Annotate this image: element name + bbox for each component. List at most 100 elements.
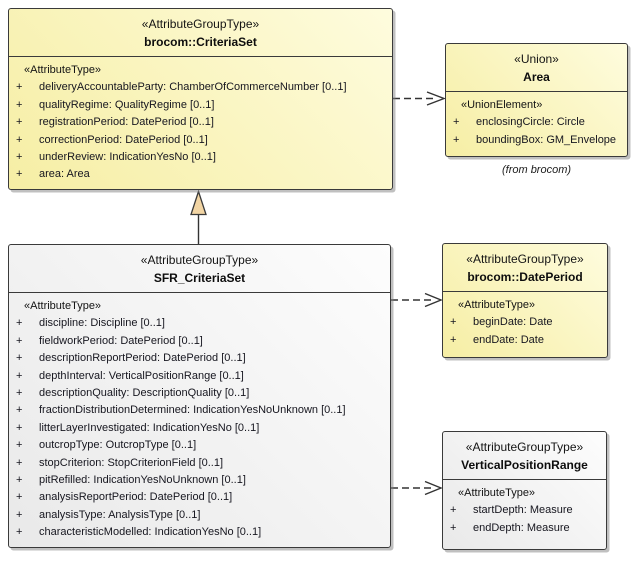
visibility-plus: + [16, 456, 23, 469]
class-header: «AttributeGroupType» SFR_CriteriaSet [9, 245, 390, 293]
attribute-compartment: «AttributeType» + deliveryAccountablePart… [9, 57, 392, 184]
attribute-text: outcropType: OutcropType [0..1] [39, 439, 197, 452]
attribute-text: stopCriterion: StopCriterionField [0..1] [39, 456, 224, 469]
attribute-text: fieldworkPeriod: DatePeriod [0..1] [39, 334, 203, 347]
attribute-text: descriptionQuality: DescriptionQuality [… [39, 387, 250, 400]
attribute-row: + analysisReportPeriod: DatePeriod [0..1] [9, 489, 390, 506]
attribute-row: + outcropType: OutcropType [0..1] [9, 437, 390, 454]
visibility-plus: + [16, 404, 23, 417]
visibility-plus: + [16, 151, 23, 164]
attribute-text: underReview: IndicationYesNo [0..1] [39, 151, 216, 164]
visibility-plus: + [450, 504, 457, 517]
class-box-verticalpositionrange[interactable]: «AttributeGroupType» VerticalPositionRan… [442, 431, 607, 550]
attribute-text: deliveryAccountableParty: ChamberOfComme… [39, 81, 347, 94]
from-package-note: (from brocom) [501, 164, 572, 176]
class-box-sfr-criteriaset[interactable]: «AttributeGroupType» SFR_CriteriaSet «At… [8, 244, 391, 548]
visibility-plus: + [450, 316, 457, 329]
visibility-plus: + [16, 352, 23, 365]
attribute-compartment: «AttributeType» + beginDate: Date + endDat… [443, 292, 607, 349]
visibility-plus: + [450, 333, 457, 346]
attribute-row: + registrationPeriod: DatePeriod [0..1] [9, 114, 392, 131]
attribute-row: +boundingBox: GM_Envelope [446, 132, 627, 149]
attribute-row: + descriptionQuality: DescriptionQuality … [9, 385, 390, 402]
attribute-text: depthInterval: VerticalPositionRange [0.… [39, 369, 244, 382]
attribute-text: boundingBox: GM_Envelope [476, 133, 617, 146]
visibility-plus: + [16, 334, 23, 347]
visibility-plus: + [16, 508, 23, 521]
class-name: VerticalPositionRange [461, 458, 588, 472]
attribute-text: analysisType: AnalysisType [0..1] [39, 508, 201, 521]
dependency-arrow-dateperiod[interactable] [391, 292, 443, 308]
class-box-area[interactable]: «Union» Area «UnionElement» +enclosingCi… [445, 43, 628, 157]
attribute-row: + discipline: Discipline [0..1] [9, 315, 390, 332]
attribute-row: + endDate: Date [443, 332, 607, 349]
attribute-row: + fieldworkPeriod: DatePeriod [0..1] [9, 333, 390, 350]
attribute-compartment: «AttributeType» + startDepth: Measure + en… [443, 480, 606, 537]
attribute-text: analysisReportPeriod: DatePeriod [0..1] [39, 491, 233, 504]
visibility-plus: + [450, 521, 457, 534]
attribute-row: + startDepth: Measure [443, 502, 606, 519]
attribute-compartment: «UnionElement» +enclosingCircle: Circle … [446, 92, 627, 149]
attribute-row: + correctionPeriod: DatePeriod [0..1] [9, 132, 392, 149]
section-stereotype: «AttributeType» [24, 300, 102, 312]
attribute-text: enclosingCircle: Circle [476, 116, 585, 129]
attribute-row: + pitRefilled: IndicationYesNoUnknown [0.… [9, 472, 390, 489]
visibility-plus: + [16, 526, 23, 539]
attribute-row: + characteristicModelled: IndicationYesNo… [9, 524, 390, 541]
attribute-text: litterLayerInvestigated: IndicationYesNo… [39, 421, 260, 434]
visibility-plus: + [16, 168, 23, 181]
attribute-text: startDepth: Measure [473, 504, 573, 517]
attribute-text: correctionPeriod: DatePeriod [0..1] [39, 133, 208, 146]
attribute-text: pitRefilled: IndicationYesNoUnknown [0..… [39, 474, 246, 487]
visibility-plus: + [16, 439, 23, 452]
class-stereotype: «AttributeGroupType» [141, 17, 260, 31]
visibility-plus: + [16, 116, 23, 129]
attribute-row: + enclosingCircle: Circle [446, 114, 627, 131]
class-box-brocom-criteriaset[interactable]: «AttributeGroupType» brocom::CriteriaSet… [8, 8, 393, 190]
visibility-plus: + [16, 421, 23, 434]
attribute-text: endDepth: Measure [473, 521, 570, 534]
attribute-text: beginDate: Date [473, 316, 553, 329]
class-name: SFR_CriteriaSet [153, 271, 246, 285]
class-header: «AttributeGroupType» brocom::DatePeriod [443, 244, 607, 292]
section-stereotype: «AttributeType» [24, 64, 102, 76]
visibility-plus: + [16, 317, 23, 330]
class-stereotype: «Union» [514, 52, 559, 66]
attribute-text: area: Area [39, 168, 90, 181]
attribute-text: registrationPeriod: DatePeriod [0..1] [39, 116, 214, 129]
visibility-plus: + [16, 133, 23, 146]
class-stereotype: «AttributeGroupType» [466, 252, 584, 266]
attribute-text: descriptionReportPeriod: DatePeriod [0..… [39, 352, 246, 365]
class-stereotype: «AttributeGroupType» [465, 440, 584, 454]
visibility-plus: + [16, 491, 23, 504]
attribute-text: endDate: Date [473, 333, 544, 346]
attribute-row: + analysisType: AnalysisType [0..1] [9, 507, 390, 524]
class-name: Area [523, 70, 550, 84]
class-header: «AttributeGroupType» brocom::CriteriaSet [9, 9, 392, 57]
attribute-row: + stopCriterion: StopCriterionField [0..1… [9, 455, 390, 472]
visibility-plus: + [16, 474, 23, 487]
attribute-text: characteristicModelled: IndicationYesNo … [39, 526, 262, 539]
attribute-row: + beginDate: Date [443, 314, 607, 331]
attribute-text: fractionDistributionDetermined: Indicati… [39, 404, 346, 417]
visibility-plus: + [453, 116, 460, 129]
section-stereotype: «AttributeType» [458, 299, 536, 311]
generalization-arrow[interactable] [190, 189, 207, 245]
class-name: brocom::CriteriaSet [144, 35, 257, 49]
class-stereotype: «AttributeGroupType» [140, 253, 259, 267]
visibility-plus: + [16, 387, 23, 400]
attribute-row: +qualityRegime: QualityRegime [0..1] [9, 97, 392, 114]
dependency-arrow-verticalpositionrange[interactable] [391, 480, 443, 496]
class-header: «Union» Area [446, 44, 627, 92]
attribute-row: + endDepth: Measure [443, 520, 606, 537]
attribute-row: + descriptionReportPeriod: DatePeriod [0.… [9, 350, 390, 367]
visibility-plus: + [16, 369, 23, 382]
class-box-brocom-dateperiod[interactable]: «AttributeGroupType» brocom::DatePeriod … [442, 243, 608, 358]
attribute-row: + litterLayerInvestigated: IndicationYesN… [9, 420, 390, 437]
visibility-plus: + [16, 98, 23, 111]
dependency-arrow-area[interactable] [393, 91, 446, 106]
section-stereotype: «AttributeType» [458, 487, 536, 499]
attribute-text: discipline: Discipline [0..1] [39, 317, 165, 330]
attribute-row: + depthInterval: VerticalPositionRange [0… [9, 368, 390, 385]
